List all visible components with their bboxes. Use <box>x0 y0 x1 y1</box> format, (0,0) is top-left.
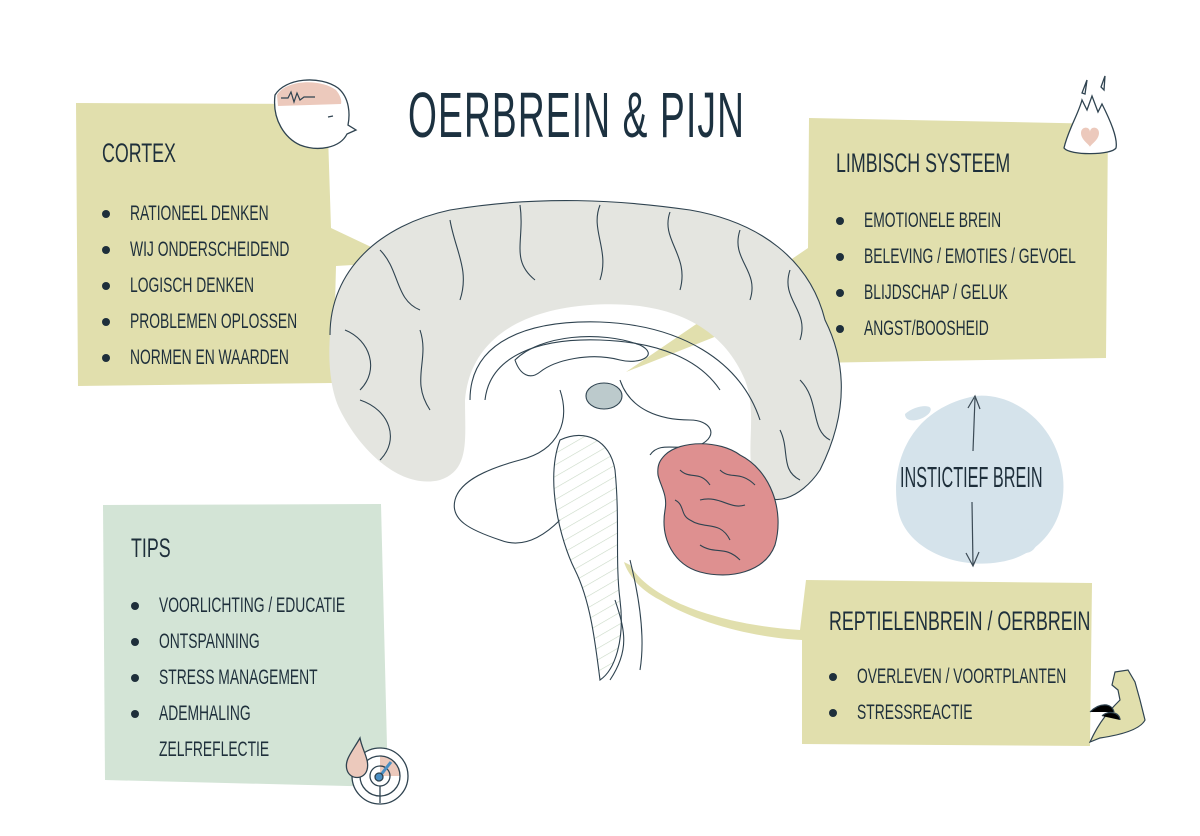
bullet-icon <box>131 638 139 646</box>
bullet-icon <box>131 674 139 682</box>
bullet-icon <box>102 246 110 254</box>
bullet-icon <box>102 210 110 218</box>
bullet-icon <box>102 282 110 290</box>
list-item: STRESS MANAGEMENT <box>131 660 318 696</box>
reptile-panel: REPTIELENBREIN / OERBREIN OVERLEVEN / VO… <box>829 606 1200 731</box>
cortex-heading: CORTEX <box>102 138 176 168</box>
limbic-panel: LIMBISCH SYSTEEM EMOTIONELE BREIN BELEVI… <box>836 148 1100 347</box>
bullet-icon <box>829 709 837 717</box>
list-item: WIJ ONDERSCHEIDEND <box>102 232 289 268</box>
tips-panel-shape <box>103 504 388 787</box>
list-item: VOORLICHTING / EDUCATIE <box>131 588 345 624</box>
bullet-icon <box>836 325 844 333</box>
list-item: ADEMHALING <box>131 696 251 732</box>
cortex-panel: CORTEX RATIONEEL DENKEN WIJ ONDERSCHEIDE… <box>102 138 297 376</box>
instinct-label: INSTICTIEF BREIN <box>900 462 1043 494</box>
list-item: RATIONEEL DENKEN <box>102 196 269 232</box>
reptile-heading: REPTIELENBREIN / OERBREIN <box>829 606 1091 636</box>
flaming-heart-icon <box>1063 75 1117 155</box>
page-title: OERBREIN & PIJN <box>408 79 746 151</box>
list-item: PROBLEMEN OPLOSSEN <box>102 304 297 340</box>
cortex-panel-shape <box>76 103 403 386</box>
brain-illustration <box>329 199 842 681</box>
bullet-icon <box>836 217 844 225</box>
bullet-icon <box>836 289 844 297</box>
list-item: BELEVING / EMOTIES / GEVOEL <box>836 239 1100 275</box>
cortex-list: RATIONEEL DENKEN WIJ ONDERSCHEIDEND LOGI… <box>102 196 297 376</box>
bullet-icon <box>836 253 844 261</box>
reptile-panel-shape <box>624 562 1092 746</box>
bullet-icon <box>131 602 139 610</box>
tips-panel: TIPS VOORLICHTING / EDUCATIE ONTSPANNING… <box>131 533 345 768</box>
flexed-arm-icon <box>1088 669 1146 744</box>
list-item-continuation: ZELFREFLECTIE <box>159 738 270 761</box>
head-brainwave-icon <box>273 79 358 149</box>
bullet-icon <box>102 354 110 362</box>
reptile-list: OVERLEVEN / VOORTPLANTEN STRESSREACTIE <box>829 659 1200 731</box>
bullet-icon <box>131 710 139 718</box>
list-item: BLIJDSCHAP / GELUK <box>836 275 1100 311</box>
list-item: OVERLEVEN / VOORTPLANTEN <box>829 659 1200 695</box>
tips-heading: TIPS <box>131 533 171 563</box>
bullet-icon <box>102 318 110 326</box>
stress-gauge-drop-icon <box>345 736 409 805</box>
list-item: LOGISCH DENKEN <box>102 268 254 304</box>
bullet-icon <box>829 673 837 681</box>
list-item: STRESSREACTIE <box>829 695 1200 731</box>
tips-list: VOORLICHTING / EDUCATIE ONTSPANNING STRE… <box>131 588 345 768</box>
list-item: EMOTIONELE BREIN <box>836 203 1100 239</box>
list-item: ONTSPANNING <box>131 624 260 660</box>
limbic-heading: LIMBISCH SYSTEEM <box>836 148 1011 178</box>
instinct-blob <box>896 394 1064 568</box>
list-item: ANGST/BOOSHEID <box>836 311 1100 347</box>
limbic-list: EMOTIONELE BREIN BELEVING / EMOTIES / GE… <box>836 203 1100 347</box>
list-item: NORMEN EN WAARDEN <box>102 340 289 376</box>
